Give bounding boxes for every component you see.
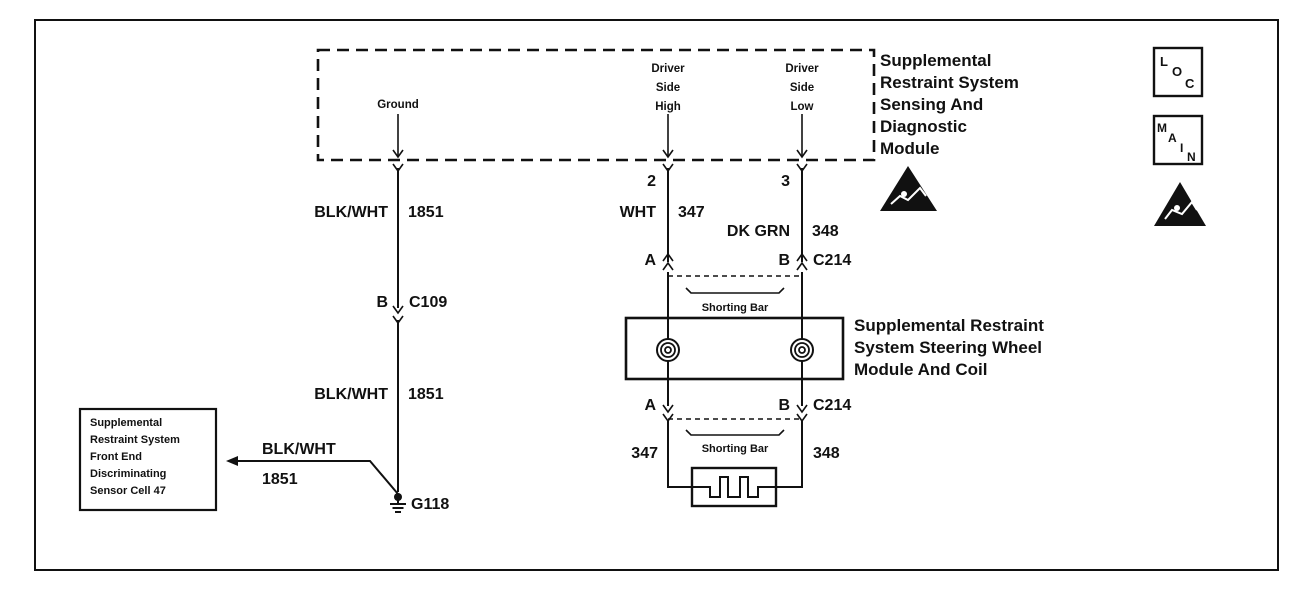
inflator-loop-wire xyxy=(667,420,803,488)
pin-high-line-3: High xyxy=(655,101,681,113)
esd-warning-icon xyxy=(880,166,937,211)
low-wire-circuit: 348 xyxy=(812,223,839,240)
esd-icon-right[interactable] xyxy=(1154,182,1206,226)
inflator-left-circuit: 347 xyxy=(631,445,658,462)
main-letter-i: I xyxy=(1180,141,1183,155)
high-pin-number: 2 xyxy=(647,173,656,190)
c109-connector-name: C109 xyxy=(409,294,447,311)
c214-bottom-pin-a: A xyxy=(644,397,656,414)
shorting-bar-bottom-label: Shorting Bar xyxy=(702,443,769,455)
sensor-wire xyxy=(226,456,399,495)
sdm-title-line-5: Module xyxy=(880,139,940,158)
sensor-wire-color: BLK/WHT xyxy=(262,441,336,458)
ground-g118-label: G118 xyxy=(411,496,449,513)
steering-title-line-3: Module And Coil xyxy=(854,360,987,379)
loc-letter-l: L xyxy=(1160,54,1168,69)
c214-top-pin-b: B xyxy=(778,252,790,269)
inflator-right-circuit: 348 xyxy=(813,445,840,462)
shorting-bar-bottom xyxy=(668,418,802,436)
ground-symbol-icon xyxy=(390,493,406,513)
sensor-title-line-1: Supplemental xyxy=(90,417,162,429)
sdm-module-box xyxy=(316,48,876,162)
pin-low-line-2: Side xyxy=(790,82,814,94)
sensor-title-line-3: Front End xyxy=(90,451,142,463)
sdm-title-line-3: Sensing And xyxy=(880,95,983,114)
sensor-wire-circuit: 1851 xyxy=(262,471,298,488)
main-letter-n: N xyxy=(1187,150,1196,164)
pin-high-line-1: Driver xyxy=(651,63,685,75)
coil-right-icon xyxy=(790,338,814,362)
ground-wire-circuit-top: 1851 xyxy=(408,204,444,221)
pin-high-line-2: Side xyxy=(656,82,680,94)
pin-low-line-3: Low xyxy=(791,101,814,113)
loc-letter-o: O xyxy=(1172,64,1182,79)
steering-module-title: Supplemental Restraint System Steering W… xyxy=(854,316,1044,379)
main-letter-m: M xyxy=(1157,121,1167,135)
low-pin-number: 3 xyxy=(781,173,790,190)
sensor-title-line-2: Restraint System xyxy=(90,434,180,446)
sdm-title-line-4: Diagnostic xyxy=(880,117,967,136)
high-wire-circuit: 347 xyxy=(678,204,705,221)
c109-pin: B xyxy=(376,294,388,311)
sdm-title: Supplemental Restraint System Sensing An… xyxy=(880,51,1019,158)
low-wire-top xyxy=(796,168,808,271)
c214-top-pin-a: A xyxy=(644,252,656,269)
main-icon[interactable]: M A I N xyxy=(1152,114,1204,166)
ground-wire-color-top: BLK/WHT xyxy=(314,204,388,221)
pin-label-driver-low: Driver Side Low xyxy=(785,63,819,113)
c214-bottom-connector-name: C214 xyxy=(813,397,851,414)
loc-letter-c: C xyxy=(1185,76,1195,91)
ground-wire-circuit-bottom: 1851 xyxy=(408,386,444,403)
shorting-bar-top-label: Shorting Bar xyxy=(702,302,769,314)
c214-bottom-pin-b: B xyxy=(778,397,790,414)
high-wire-top xyxy=(662,168,674,271)
inflator-squib-icon xyxy=(690,466,778,508)
module-terminals xyxy=(392,114,808,173)
high-wire-color: WHT xyxy=(620,204,657,221)
low-wire-color: DK GRN xyxy=(727,223,790,240)
main-letter-a: A xyxy=(1168,131,1177,145)
front-sensor-box xyxy=(78,407,218,512)
sensor-title-line-5: Sensor Cell 47 xyxy=(90,485,166,497)
coil-left-icon xyxy=(656,338,680,362)
ground-wire-color-bottom: BLK/WHT xyxy=(314,386,388,403)
pin-label-driver-high: Driver Side High xyxy=(651,63,685,113)
steering-title-line-1: Supplemental Restraint xyxy=(854,316,1044,335)
sdm-title-line-1: Supplemental xyxy=(880,51,991,70)
sensor-title-line-4: Discriminating xyxy=(90,468,166,480)
ground-wire xyxy=(392,168,404,492)
steering-module-box xyxy=(624,316,845,381)
steering-title-line-2: System Steering Wheel xyxy=(854,338,1042,357)
shorting-bar-top xyxy=(668,275,802,294)
pin-label-ground: Ground xyxy=(377,99,419,111)
pin-low-line-1: Driver xyxy=(785,63,819,75)
diagram-frame xyxy=(34,19,1279,571)
location-icon[interactable]: L O C xyxy=(1152,46,1204,98)
front-sensor-title: Supplemental Restraint System Front End … xyxy=(90,417,180,497)
sdm-title-line-2: Restraint System xyxy=(880,73,1019,92)
c214-top-connector-name: C214 xyxy=(813,252,851,269)
